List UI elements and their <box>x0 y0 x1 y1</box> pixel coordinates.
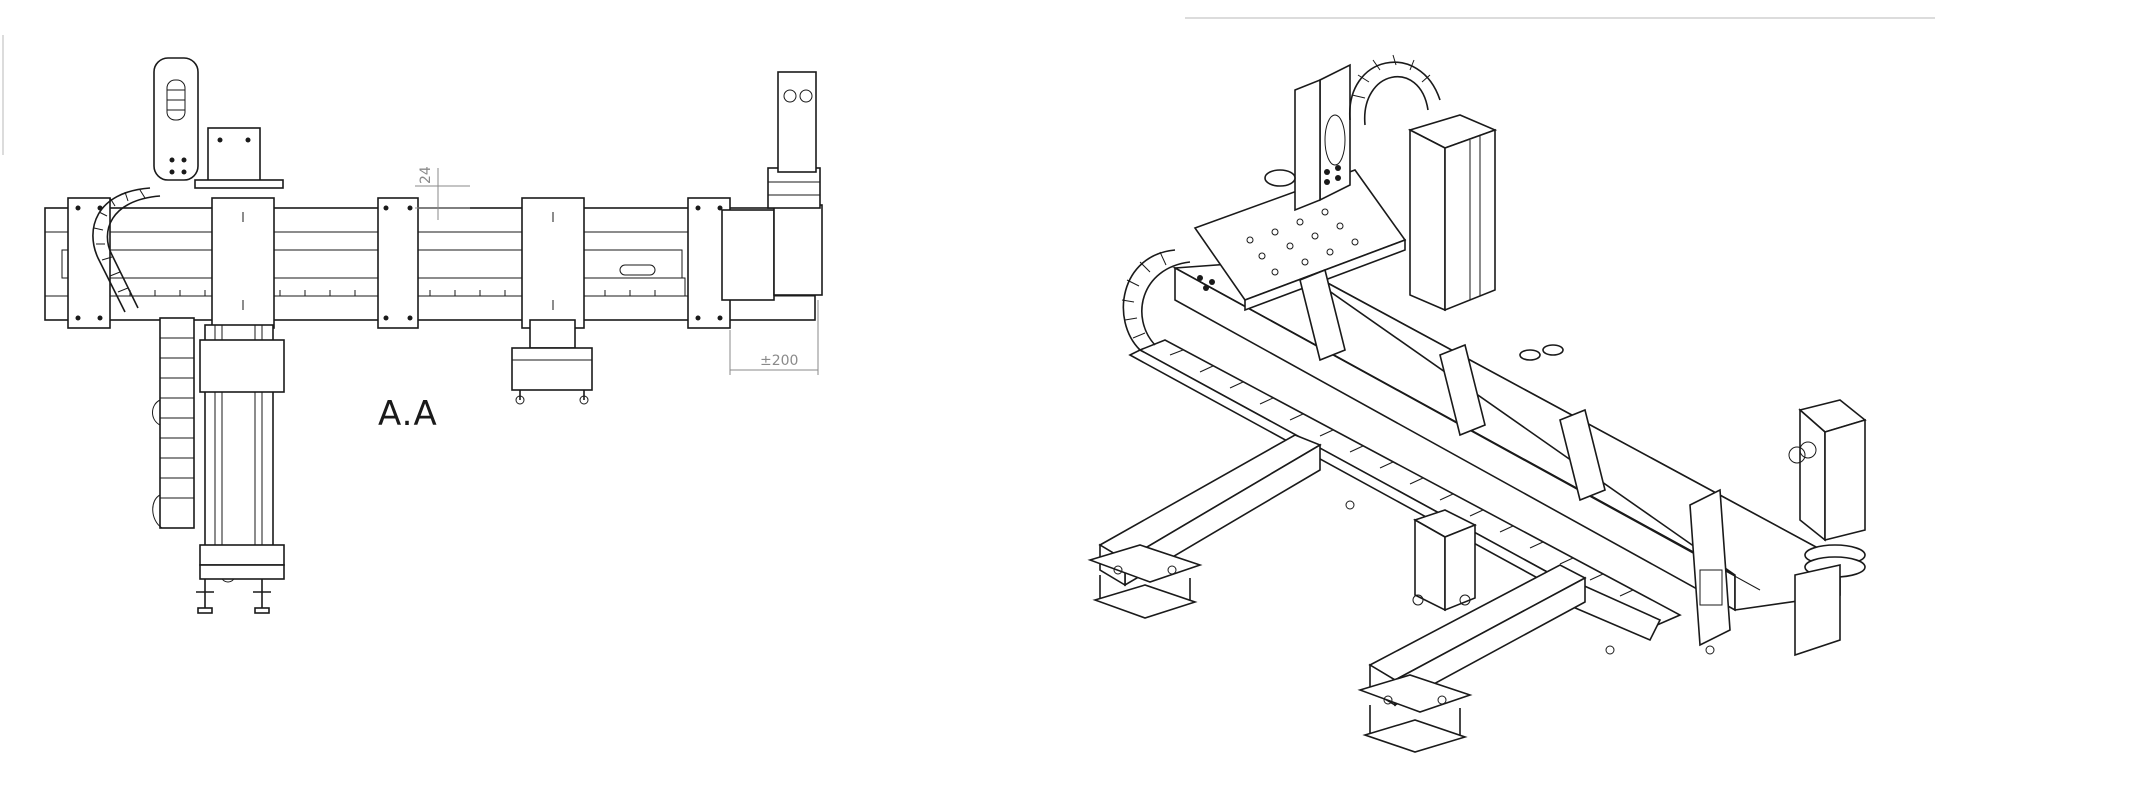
clamp-plate-2 <box>377 197 419 329</box>
iso-foot-pad-left <box>1087 544 1203 583</box>
motor-coupling <box>767 167 821 209</box>
iso-cylinder <box>1519 349 1541 361</box>
motor-housing <box>777 71 817 173</box>
carriage-block <box>207 127 261 185</box>
cable-chain-vertical <box>159 317 195 529</box>
isometric-view <box>1087 54 1867 753</box>
iso-tower-chain <box>1349 61 1441 121</box>
iso-tower-plate <box>1319 63 1351 202</box>
mid-support <box>529 319 576 349</box>
cable-tower <box>153 57 199 181</box>
section-label: A.A <box>378 394 438 434</box>
iso-support-leg-right <box>1368 564 1587 681</box>
section-view: 24 ±200 A.A <box>44 57 823 614</box>
iso-foot-pad-right <box>1357 674 1473 713</box>
iso-clamp-3 <box>1559 408 1606 502</box>
right-motor <box>721 209 775 301</box>
dimension-label-200: ±200 <box>760 353 798 369</box>
dimension-label-24: 24 <box>418 166 434 184</box>
rail-slot <box>619 264 656 276</box>
end-plate-left <box>67 197 111 329</box>
iso-chain-curve <box>1122 249 1176 351</box>
main-beam <box>44 207 816 321</box>
iso-chain-links <box>1169 349 1634 597</box>
iso-clamp-1 <box>1299 268 1346 362</box>
cable-chain-upper <box>92 187 151 313</box>
iso-end-plate <box>1689 488 1731 647</box>
iso-clamp-2 <box>1439 343 1486 437</box>
axis-base <box>199 564 285 580</box>
iso-support-leg-left <box>1098 434 1322 561</box>
